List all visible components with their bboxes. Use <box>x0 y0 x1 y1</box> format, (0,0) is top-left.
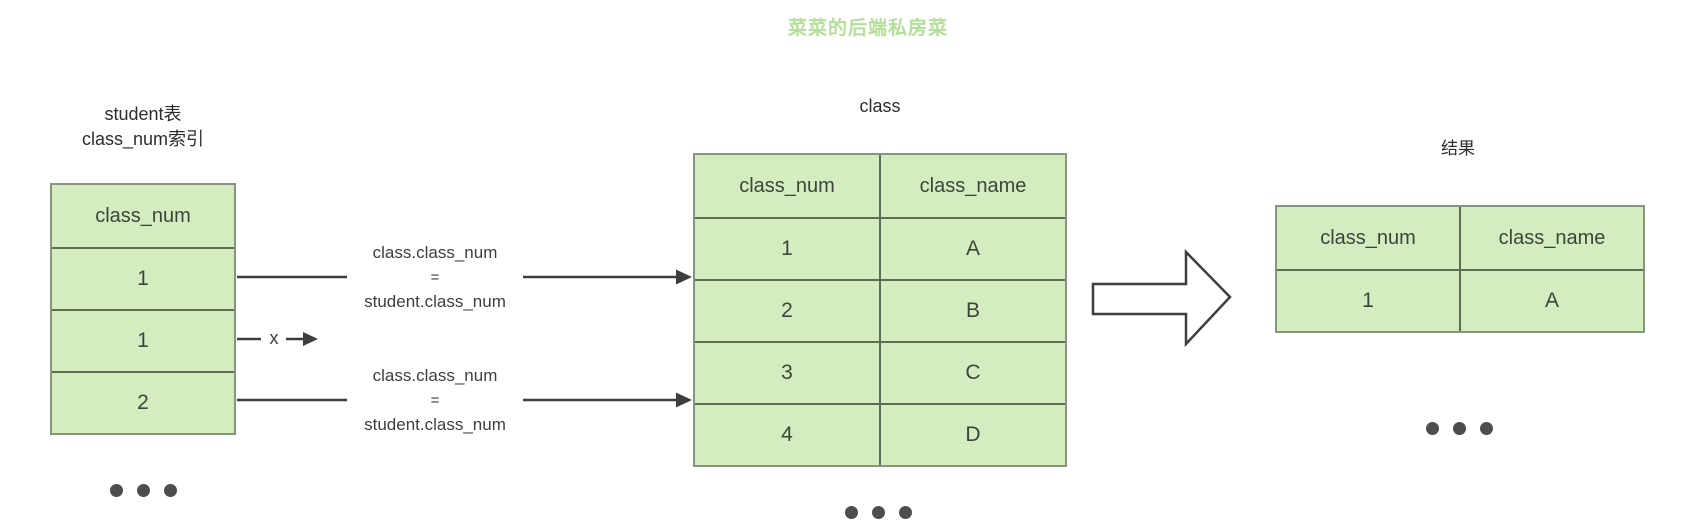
arrowhead-icon <box>676 269 692 285</box>
class-table: class_num class_name 1 A 2 B 3 C 4 D <box>693 153 1067 467</box>
ellipsis-dots-class <box>845 506 912 519</box>
dot-icon <box>137 484 150 497</box>
class-name-cell: A <box>965 237 980 260</box>
class-table-header-class-num: class_num <box>695 155 881 217</box>
watermark-title: 菜菜的后端私房菜 <box>787 18 948 39</box>
student-index-row: 2 <box>52 371 234 433</box>
dot-icon <box>110 484 123 497</box>
join-condition-top-line1: class.class_num <box>372 243 498 262</box>
join-condition-top: class.class_num = student.class_num <box>347 241 523 315</box>
join-condition-bottom-line1: class.class_num <box>372 366 498 385</box>
dot-icon <box>1480 422 1493 435</box>
arrowhead-icon <box>303 332 318 346</box>
result-class-num-cell: 1 <box>1277 271 1461 331</box>
class-num-cell: 2 <box>695 281 881 341</box>
join-condition-bottom: class.class_num = student.class_num <box>347 364 523 438</box>
student-index-row: 1 <box>52 247 234 309</box>
dot-icon <box>899 506 912 519</box>
equals-sign: = <box>430 391 440 409</box>
dot-icon <box>872 506 885 519</box>
class-table-header-row: class_num class_name <box>695 155 1065 217</box>
class-num-cell: 3 <box>695 343 881 403</box>
class-name-cell: D <box>965 423 981 446</box>
join-condition-bottom-line2: student.class_num <box>364 415 506 434</box>
big-result-arrow-icon <box>1091 248 1232 348</box>
class-num-cell: 1 <box>695 219 881 279</box>
result-table-row: 1 A <box>1277 269 1643 331</box>
class-table-header-class-name: class_name <box>919 174 1027 197</box>
class-name-cell: C <box>965 361 981 384</box>
student-index-table: class_num 1 1 2 <box>50 183 236 435</box>
ellipsis-dots-result <box>1426 422 1493 435</box>
equals-sign: = <box>430 268 440 286</box>
class-name-cell: B <box>965 299 980 322</box>
class-table-row: 1 A <box>695 217 1065 279</box>
ellipsis-dots-student <box>110 484 177 497</box>
dot-icon <box>1453 422 1466 435</box>
student-index-caption: student表 class_num索引 <box>43 102 243 152</box>
class-table-row: 3 C <box>695 341 1065 403</box>
blocked-lookup-x-marker: x <box>269 328 279 348</box>
student-index-caption-line1: student表 <box>104 104 182 124</box>
result-table-header-row: class_num class_name <box>1277 207 1643 269</box>
student-index-header: class_num <box>95 204 191 227</box>
student-index-caption-line2: class_num索引 <box>81 129 205 149</box>
class-table-row: 4 D <box>695 403 1065 465</box>
class-table-row: 2 B <box>695 279 1065 341</box>
result-table-header-class-num: class_num <box>1277 207 1461 269</box>
dot-icon <box>164 484 177 497</box>
result-class-name-cell: A <box>1544 289 1559 312</box>
class-num-cell: 4 <box>695 405 881 465</box>
join-condition-top-line2: student.class_num <box>364 292 506 311</box>
student-index-row: 1 <box>52 309 234 371</box>
arrowhead-icon <box>676 392 692 408</box>
result-table-caption: 结果 <box>1441 139 1475 158</box>
result-table: class_num class_name 1 A <box>1275 205 1645 333</box>
dot-icon <box>845 506 858 519</box>
class-table-caption: class <box>859 96 901 116</box>
dot-icon <box>1426 422 1439 435</box>
result-table-header-class-name: class_name <box>1498 226 1606 249</box>
